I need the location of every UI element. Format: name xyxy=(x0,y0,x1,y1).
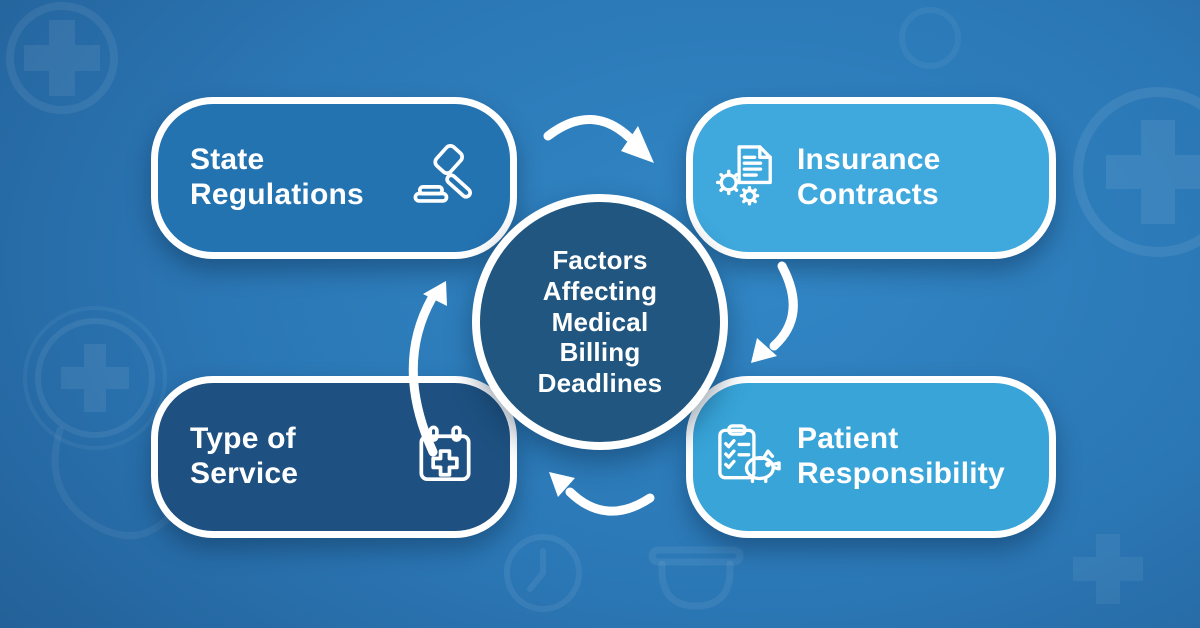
card-type-of-service-line1: Type of xyxy=(190,422,296,456)
card-type-of-service-label: Type of Service xyxy=(190,422,298,492)
clipboard-piggybank-icon xyxy=(711,415,785,499)
arrowhead-bottom xyxy=(549,472,575,497)
center-title-line2: Affecting xyxy=(542,275,658,306)
arrow-bottom xyxy=(565,487,655,516)
card-insurance-contracts-line1: Insurance xyxy=(797,143,941,177)
card-insurance-contracts: Insurance Contracts xyxy=(686,97,1056,259)
card-patient-responsibility: Patient Responsibility xyxy=(686,376,1056,538)
center-title-line1: Factors xyxy=(552,245,648,276)
card-patient-responsibility-label: Patient Responsibility xyxy=(797,422,1005,492)
arrowhead-left xyxy=(423,281,447,306)
arrowhead-right xyxy=(751,338,777,363)
card-type-of-service: Type of Service xyxy=(151,376,517,538)
card-patient-responsibility-line2: Responsibility xyxy=(797,457,1005,490)
cross-circle-watermark-left xyxy=(23,306,167,450)
card-state-regulations-label: State Regulations xyxy=(190,143,364,213)
gavel-icon xyxy=(408,136,482,220)
center-title-line3: Medical xyxy=(551,306,649,337)
medical-calendar-icon xyxy=(408,415,482,499)
clock-watermark-bottom xyxy=(504,534,582,612)
card-state-regulations-line2: Regulations xyxy=(190,178,364,211)
card-patient-responsibility-line1: Patient xyxy=(797,422,899,456)
card-state-regulations-line1: State xyxy=(190,143,265,177)
center-title-circle: Factors Affecting Medical Billing Deadli… xyxy=(472,194,728,450)
card-insurance-contracts-line2: Contracts xyxy=(797,178,939,211)
center-title-line5: Deadlines xyxy=(537,368,663,398)
center-title-line4: Billing xyxy=(559,337,641,368)
document-gears-icon xyxy=(711,136,785,220)
cross-watermark-bottom-right xyxy=(1073,534,1143,604)
circle-watermark-top-middle xyxy=(899,7,961,69)
arrow-top xyxy=(543,115,635,143)
arrowhead-top xyxy=(621,126,654,163)
beaker-watermark-bottom xyxy=(648,546,744,610)
cross-circle-watermark-top-left xyxy=(6,2,118,114)
card-type-of-service-line2: Service xyxy=(190,457,299,490)
card-state-regulations: State Regulations xyxy=(151,97,517,259)
arrow-right xyxy=(769,261,798,351)
card-insurance-contracts-label: Insurance Contracts xyxy=(797,143,941,213)
cross-circle-watermark-top-right xyxy=(1073,87,1200,257)
